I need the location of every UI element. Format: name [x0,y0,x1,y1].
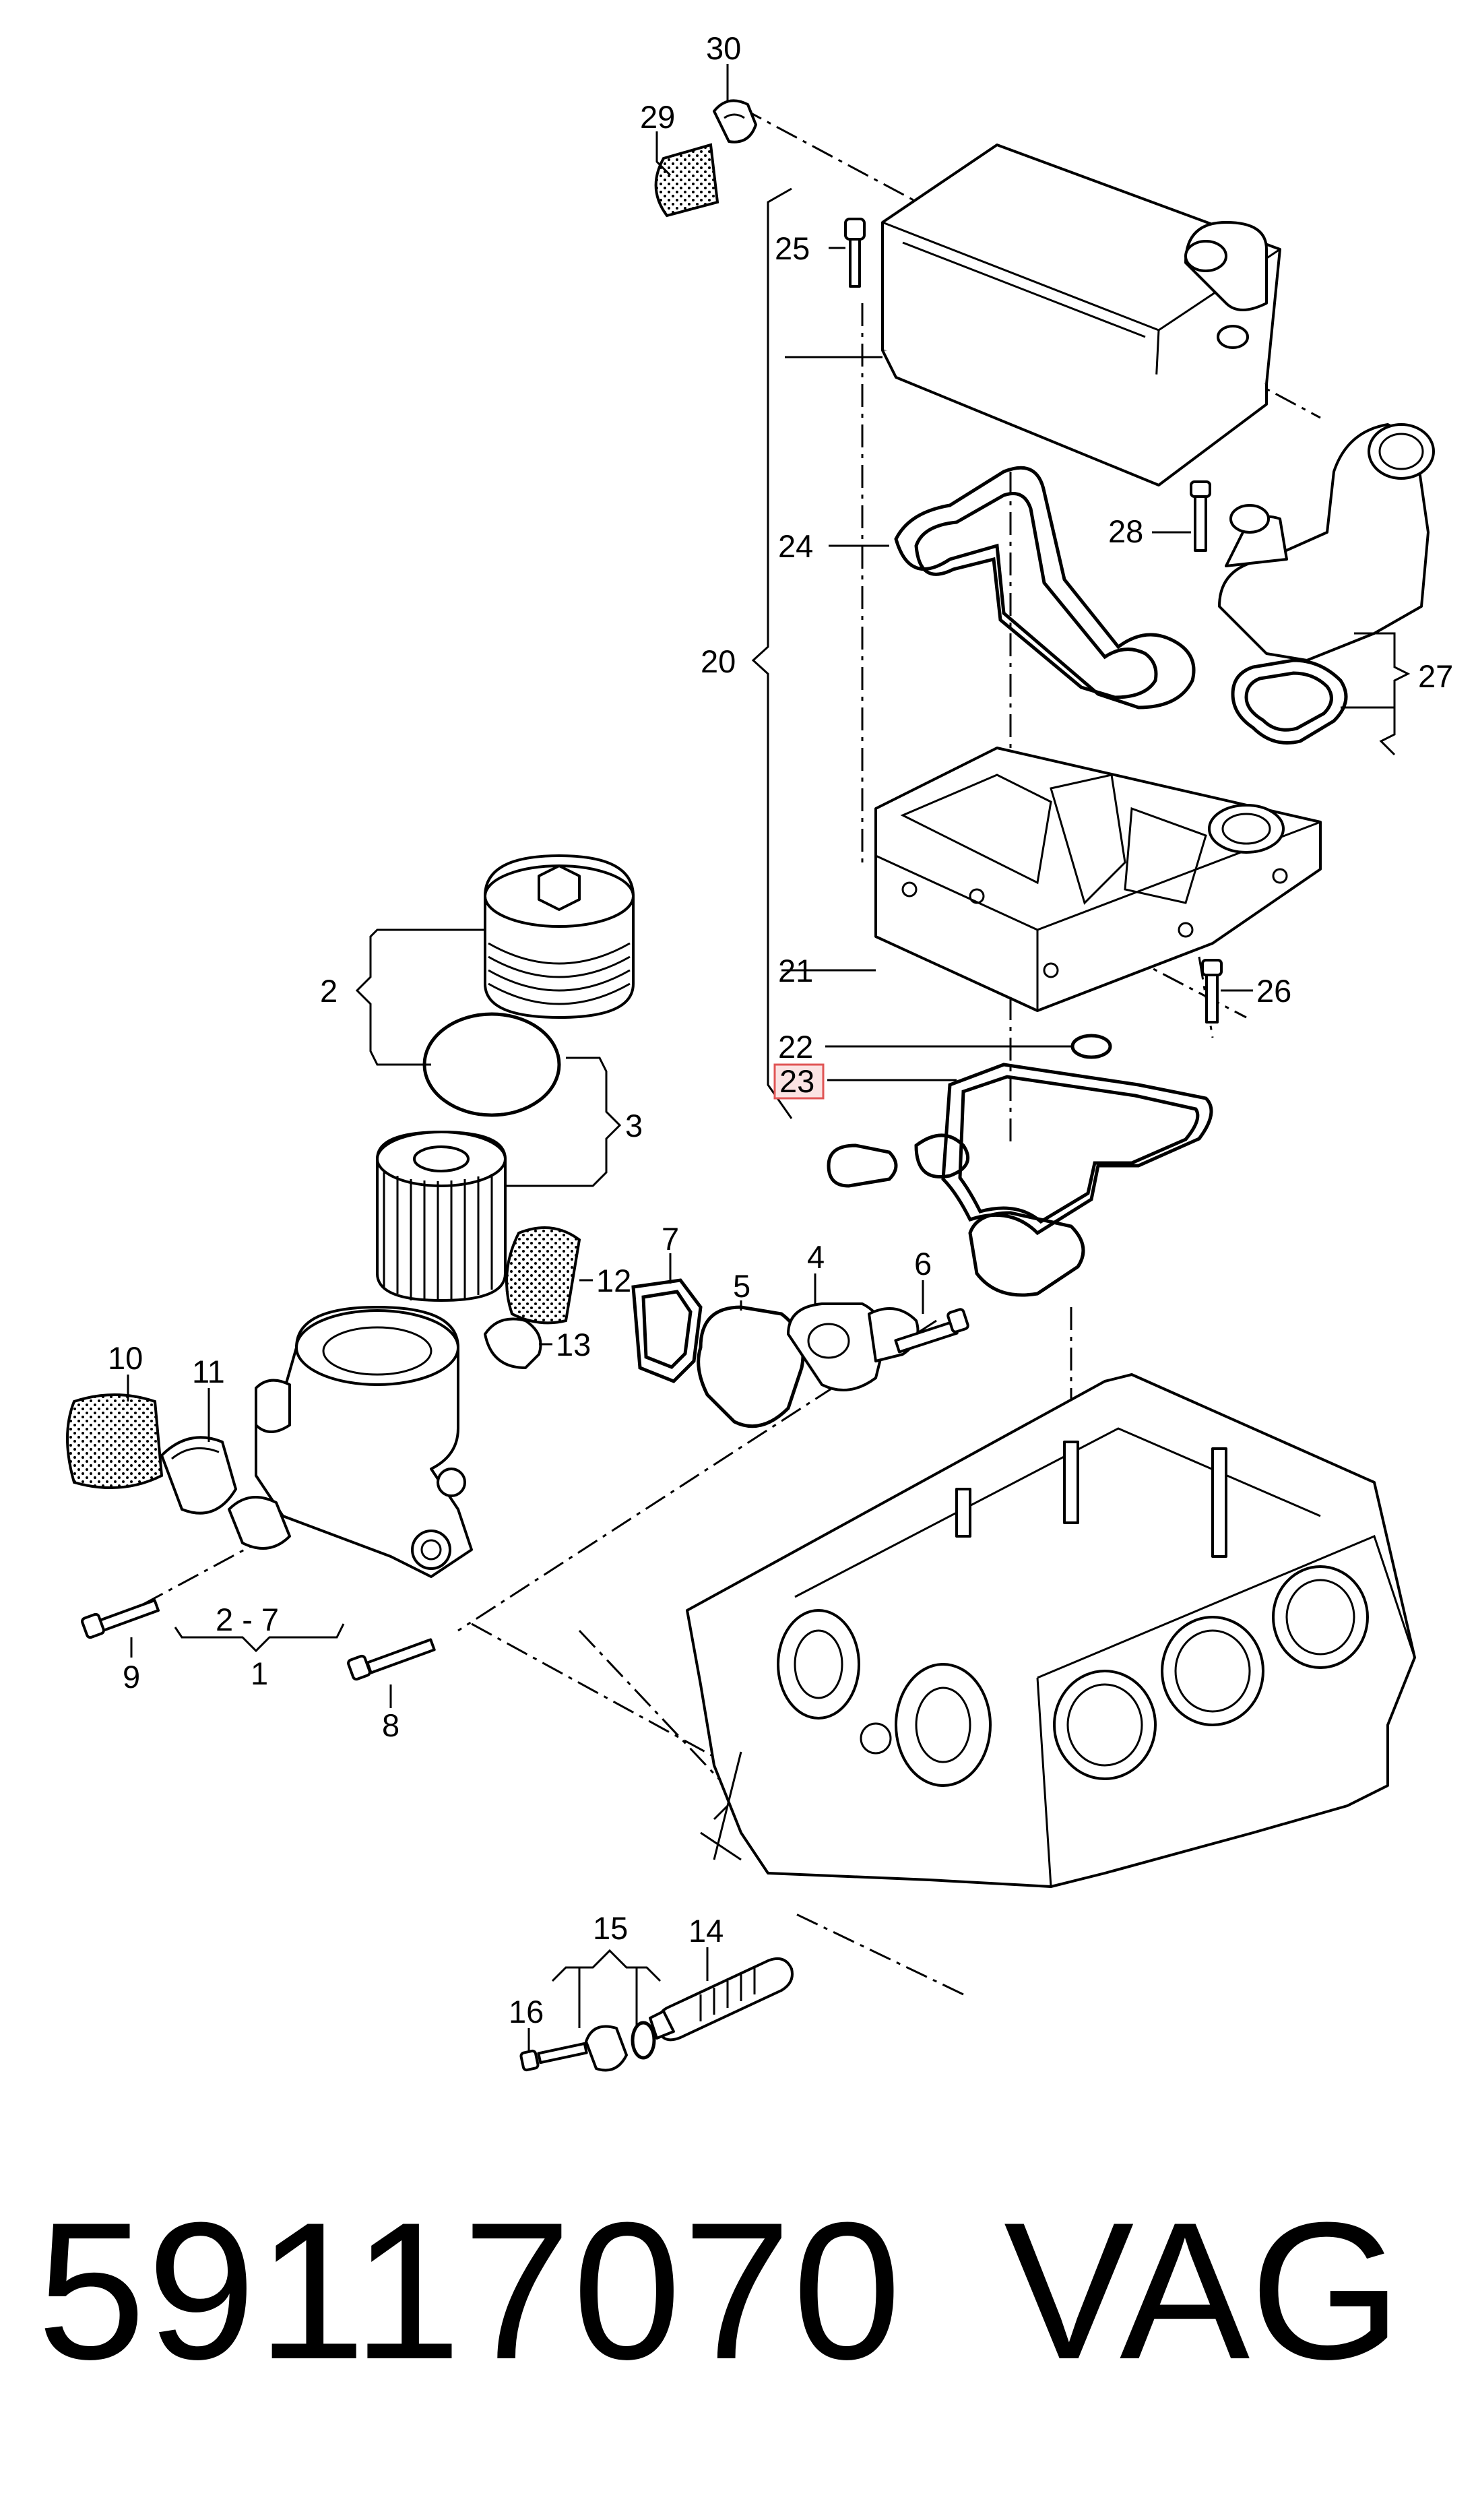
part-15-screw-plug [585,2021,656,2072]
callout-1: 1 [251,1656,268,1691]
callout-30: 30 [706,30,741,66]
part-25-bolt [844,218,866,288]
callout-9: 9 [123,1659,140,1695]
part-24-gasket [894,466,1196,710]
callout-5: 5 [733,1268,750,1304]
part-14-valve [649,1957,794,2042]
part-22-o-ring [1070,1034,1112,1059]
callout-24: 24 [778,528,813,564]
part-21-housing [874,747,1322,1012]
part-13-clamp [484,1317,542,1369]
callout-13: 13 [556,1327,591,1362]
callout-23-highlight [773,1063,825,1100]
part-23-gasket [827,1063,1213,1297]
part-30-clamp [713,99,757,144]
callout-29: 29 [640,99,675,135]
callout-20: 20 [701,643,736,679]
leader-lines [127,64,1411,2052]
callout-25: 25 [775,230,810,266]
callout-3: 3 [625,1108,643,1143]
part-12-hose [505,1226,581,1325]
part-6-bolt [894,1308,969,1354]
part-9-bolt [81,1599,160,1639]
part-16-bolt [519,2042,588,2072]
part-number: 59117070 [37,2182,903,2400]
callout-27: 27 [1418,658,1453,694]
callout-labels: 30 29 25 24 20 28 27 21 26 22 23 2 3 1 2 … [108,30,1453,2029]
part-2-cap [484,854,635,1019]
part-1-filter-housing [228,1306,473,1578]
callout-23: 23 [779,1063,814,1099]
part-7-seal [631,1278,703,1383]
callout-14: 14 [688,1913,724,1949]
part-5-gasket [697,1305,805,1428]
callout-11: 11 [192,1354,225,1389]
callout-10: 10 [108,1340,143,1376]
callout-28: 28 [1108,513,1143,549]
callout-7: 7 [662,1221,679,1257]
engine-block [686,1373,1416,1888]
part-3-filter-element [376,1131,507,1302]
callout-21: 21 [778,953,813,988]
part-29-hose [654,143,719,218]
brand-name: VAG [1004,2182,1402,2400]
callout-6: 6 [914,1246,932,1282]
part-11-clamp [160,1436,237,1515]
part-28-bolt [1190,480,1211,552]
part-10-hose [66,1393,164,1489]
part-8-bolt [347,1638,436,1681]
callout-26: 26 [1256,973,1291,1009]
callout-16: 16 [509,1994,544,2029]
callout-2-7: 2 - 7 [216,1602,279,1637]
callout-15: 15 [593,1910,628,1946]
part-3-o-ring [422,1012,561,1117]
callout-4: 4 [807,1239,825,1275]
callout-22: 22 [778,1029,813,1065]
part-27-connector [1218,423,1435,745]
callout-2: 2 [320,973,338,1009]
callout-12: 12 [596,1263,631,1298]
callout-8: 8 [382,1707,399,1743]
oil-cooler [881,144,1281,486]
part-26-bolt [1201,959,1223,1023]
